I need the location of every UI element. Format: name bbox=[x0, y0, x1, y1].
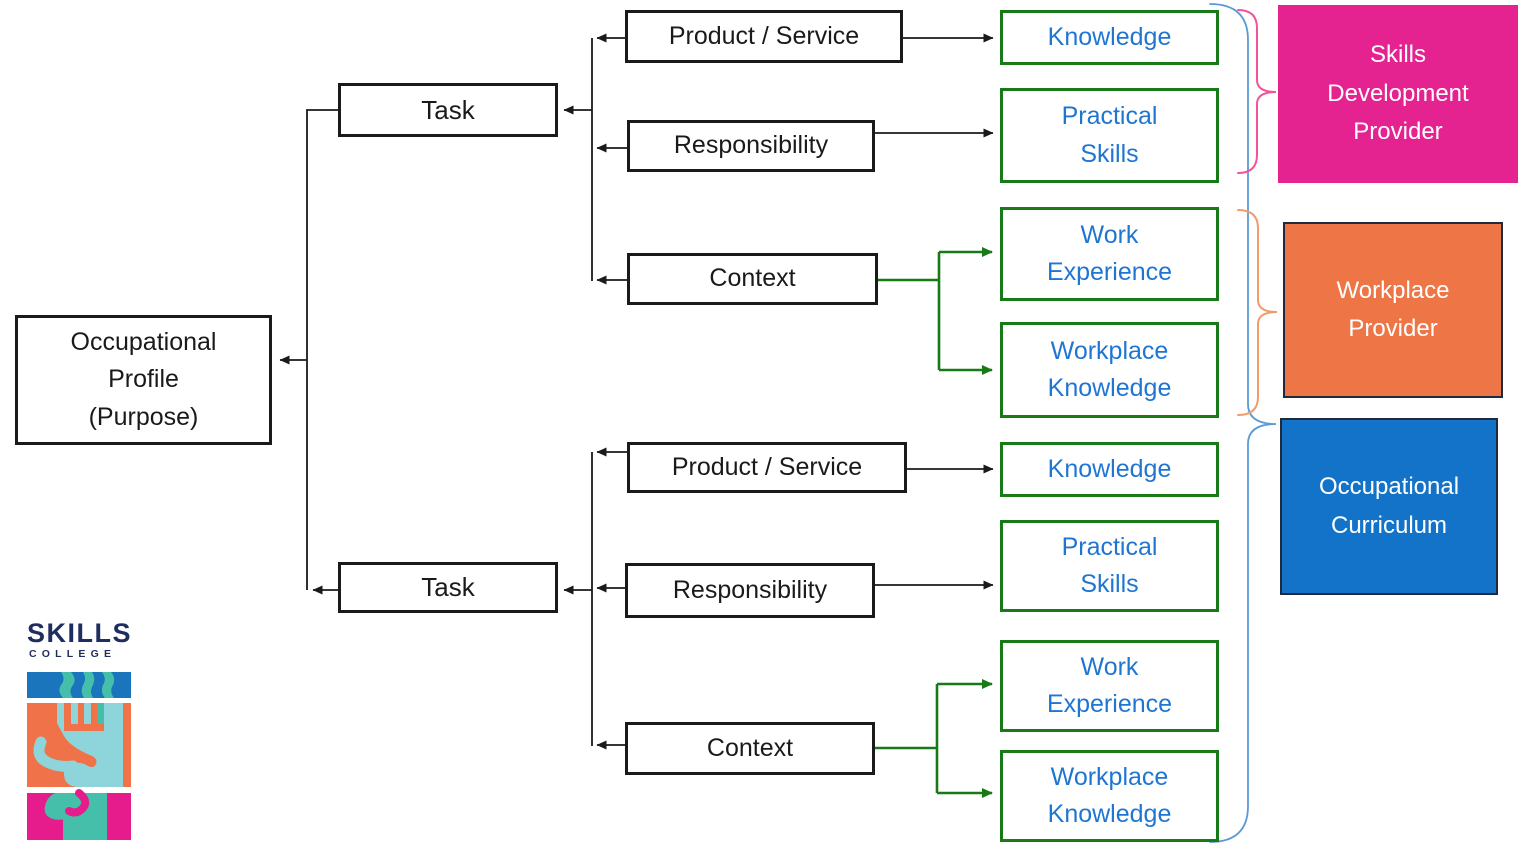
node-work-experience-bottom: Work Experience bbox=[1000, 640, 1219, 732]
task-top-branch bbox=[563, 33, 994, 375]
node-responsibility-top: Responsibility bbox=[627, 120, 875, 172]
node-practical-skills-bottom: Practical Skills bbox=[1000, 520, 1219, 612]
node-product-service-bottom: Product / Service bbox=[627, 442, 907, 493]
brace-skills-development bbox=[1237, 9, 1277, 174]
logo-wordmark-skills: SKILLS bbox=[27, 618, 133, 648]
node-task-top: Task bbox=[338, 83, 558, 137]
provider-box-workplace: Workplace Provider bbox=[1283, 222, 1503, 398]
logo-wordmark-college: COLLEGE bbox=[29, 648, 117, 660]
logo-hand-graphic bbox=[27, 672, 131, 840]
node-workplace-knowledge-top: Workplace Knowledge bbox=[1000, 322, 1219, 418]
node-task-bottom: Task bbox=[338, 562, 558, 613]
provider-box-occupational-curriculum: Occupational Curriculum bbox=[1280, 418, 1498, 595]
node-occupational-profile: Occupational Profile (Purpose) bbox=[15, 315, 272, 445]
node-context-bottom: Context bbox=[625, 722, 875, 775]
node-work-experience-top: Work Experience bbox=[1000, 207, 1219, 301]
node-knowledge-top: Knowledge bbox=[1000, 10, 1219, 65]
brace-occupational-curriculum bbox=[1209, 3, 1277, 843]
node-responsibility-bottom: Responsibility bbox=[625, 563, 875, 618]
node-practical-skills-top: Practical Skills bbox=[1000, 88, 1219, 183]
node-knowledge-bottom: Knowledge bbox=[1000, 442, 1219, 497]
node-workplace-knowledge-bottom: Workplace Knowledge bbox=[1000, 750, 1219, 842]
task-bottom-branch bbox=[563, 447, 994, 798]
node-product-service-top: Product / Service bbox=[625, 10, 903, 63]
provider-box-skills-development: Skills Development Provider bbox=[1278, 5, 1518, 183]
brace-workplace-provider bbox=[1237, 209, 1278, 416]
node-context-top: Context bbox=[627, 253, 878, 305]
trunk-connector bbox=[279, 109, 338, 595]
